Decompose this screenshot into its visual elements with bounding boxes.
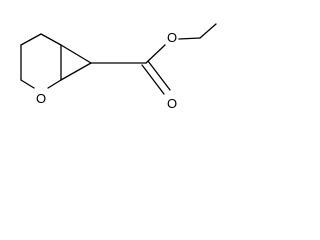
bond	[60, 62, 92, 81]
chemical-structure: O O O	[20, 23, 217, 111]
ester-oxygen-label: O	[167, 30, 177, 45]
bond	[60, 44, 92, 64]
carbonyl-oxygen-label: O	[167, 96, 177, 111]
bond	[40, 33, 62, 46]
bond	[20, 33, 42, 46]
bond	[199, 23, 217, 39]
bond	[145, 44, 166, 64]
bond	[47, 79, 62, 89]
double-bond	[141, 64, 165, 95]
bond	[20, 79, 35, 89]
ring-oxygen-label: O	[36, 91, 46, 106]
double-bond	[147, 60, 171, 91]
bond	[178, 37, 201, 40]
